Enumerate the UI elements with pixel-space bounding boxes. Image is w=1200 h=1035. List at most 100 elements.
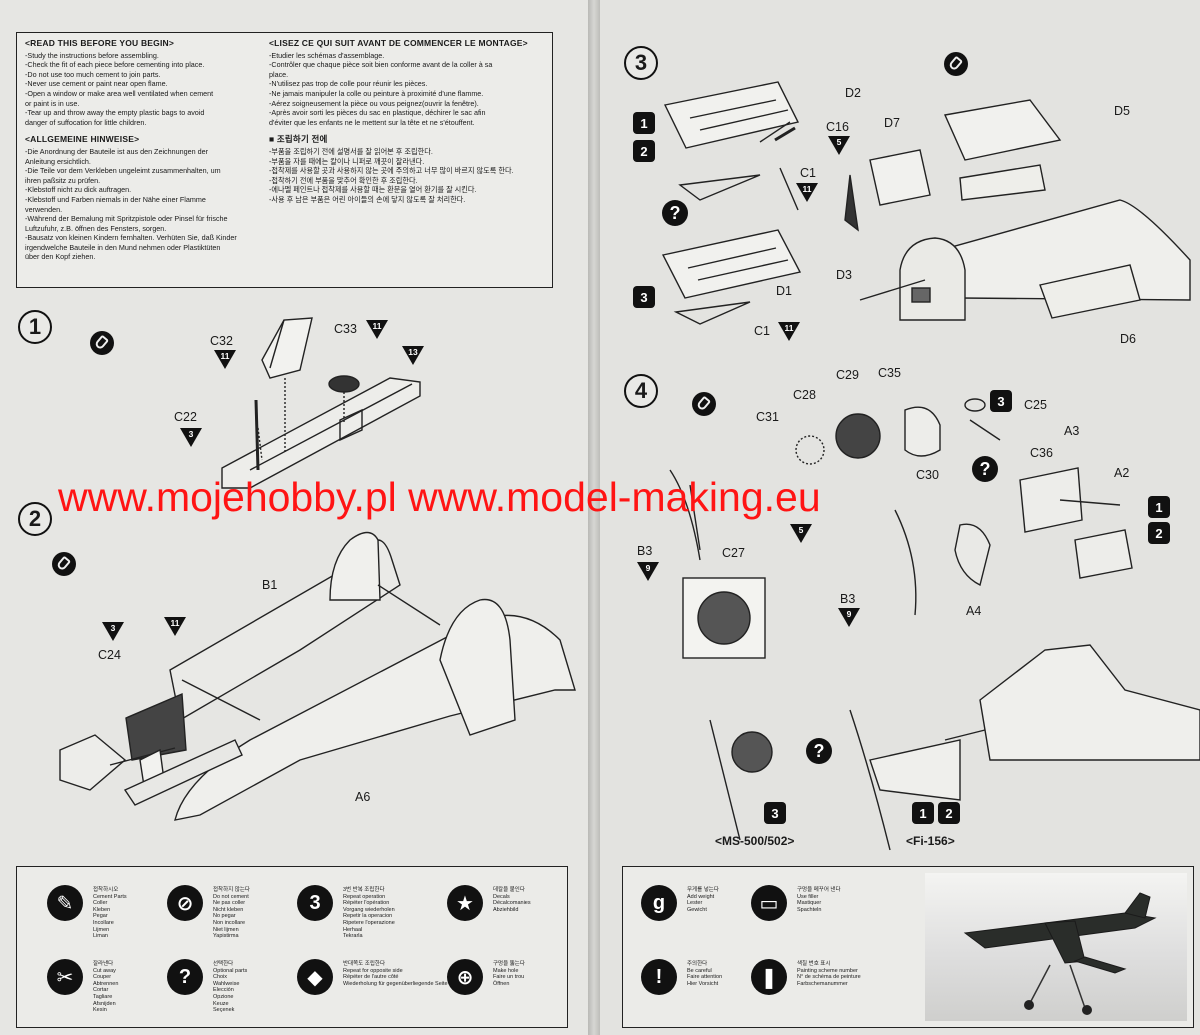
part-label-c22: C22 bbox=[174, 410, 197, 424]
legend-text-line: Painting scheme number bbox=[797, 967, 858, 974]
legend-text-line: Cut away bbox=[93, 967, 116, 974]
engine-mount bbox=[59, 734, 127, 791]
color-marker: 11 bbox=[164, 617, 186, 636]
warning-french-line: -Contrôler que chaque pièce soit bien co… bbox=[269, 60, 493, 70]
part-label-c36: C36 bbox=[1030, 446, 1053, 460]
option-marker-2: 2 bbox=[633, 140, 655, 162]
color-marker: 5 bbox=[790, 524, 812, 543]
legend-text-line: Repeat operation bbox=[343, 893, 386, 900]
warning-french-line: -Aérez soigneusement la pièce ou vous pe… bbox=[269, 98, 479, 108]
warning-german-line: -Klebstoff nicht zu dick auftragen. bbox=[25, 185, 132, 195]
wing-upper-2 bbox=[661, 229, 802, 299]
side-windows bbox=[959, 164, 1046, 201]
warning-german-line: -Die Teile vor dem Verkleben ungeleimt z… bbox=[25, 166, 221, 176]
repeat-icon: 3 bbox=[297, 885, 333, 921]
legend-text-line: Be careful bbox=[687, 967, 712, 974]
legend-text-line: 반대쪽도 조립한다 bbox=[343, 961, 386, 967]
legend-text-line: Répéter de l'autre côté bbox=[343, 974, 399, 981]
legend-text-line: Elección bbox=[213, 987, 234, 994]
warning-english-line: -Open a window or make area well ventila… bbox=[25, 88, 214, 98]
color-marker: 11 bbox=[366, 320, 388, 339]
warning-english-line: -Do not use too much cement to join part… bbox=[25, 69, 161, 79]
engine-cover bbox=[904, 406, 941, 457]
step-4-number: 4 bbox=[624, 374, 658, 408]
optional-icon: ? bbox=[662, 200, 688, 226]
warning-german-line: Luftzufuhr, z.B. öffnen des Fensters, so… bbox=[25, 223, 167, 233]
warning-korean-title: ■ 조립하기 전에 bbox=[269, 134, 328, 145]
variant-option-2: 2 bbox=[938, 802, 960, 824]
warning-english-line: danger of suffocation for little childre… bbox=[25, 117, 147, 127]
stabilizer bbox=[439, 598, 516, 736]
page-gutter bbox=[588, 0, 600, 1035]
weight-icon: g bbox=[641, 885, 677, 921]
color-marker: 9 bbox=[637, 562, 659, 581]
warning-german-line: -Die Anordnung der Bauteile ist aus den … bbox=[25, 146, 209, 156]
warning-french: <LISEZ CE QUI SUIT AVANT DE COMMENCER LE… bbox=[269, 38, 528, 205]
glue-icon bbox=[52, 552, 76, 576]
glue-icon bbox=[692, 392, 716, 416]
legend-text-line: Kesin bbox=[93, 1007, 107, 1014]
warning-german-title: <ALLGEMEINE HINWEISE> bbox=[25, 134, 140, 145]
cowling-part bbox=[954, 523, 991, 587]
warning-german-line: -Während der Bemalung mit Spritzpistole … bbox=[25, 214, 228, 224]
warning-english-line: -Tear up and throw away the empty plasti… bbox=[25, 108, 205, 118]
legend-text-line: Répéter l'opération bbox=[343, 900, 390, 907]
model-photo bbox=[925, 873, 1187, 1021]
optional-icon: ? bbox=[167, 959, 203, 995]
propeller-mid bbox=[894, 509, 917, 616]
color-marker: 5 bbox=[828, 136, 850, 155]
warning-german-line: ihren paßsitz zu prüfen. bbox=[25, 175, 101, 185]
warning-korean-line: -에나멜 페인트나 접착제를 사용할 때는 환문을 열어 환기를 잘 시킨다. bbox=[269, 185, 477, 195]
legend-text-line: Ripetere l'operazione bbox=[343, 919, 395, 926]
part-label-d5: D5 bbox=[1114, 104, 1130, 118]
engine-cylinders bbox=[835, 413, 881, 459]
rear-windows bbox=[1039, 264, 1141, 319]
part-label-a6: A6 bbox=[355, 790, 371, 804]
legend-text-line: Ne pas coller bbox=[213, 900, 246, 907]
warning-english-title: <READ THIS BEFORE YOU BEGIN> bbox=[25, 38, 175, 48]
option-marker-2: 2 bbox=[1148, 522, 1170, 544]
warning-korean-line: -부품을 조립하기 전에 설명서를 잘 읽어본 후 조립한다. bbox=[269, 146, 433, 156]
legend-text-line: Lijmen bbox=[93, 926, 110, 933]
legend-text-line: N° de schéma de peinture bbox=[797, 974, 861, 981]
legend-text-line: 3번 반복 조립한다 bbox=[343, 887, 385, 893]
step-1-number: 1 bbox=[18, 310, 52, 344]
part-label-d7: D7 bbox=[884, 116, 900, 130]
warning-french-title: <LISEZ CE QUI SUIT AVANT DE COMMENCER LE… bbox=[269, 38, 528, 48]
warning-english-line: -Study the instructions before assemblin… bbox=[25, 50, 159, 60]
complete-fuselage bbox=[979, 644, 1200, 761]
cowl-lower bbox=[1074, 529, 1133, 579]
legend-text-line: Incollare bbox=[93, 919, 114, 926]
warning-english-line: -Never use cement or paint near open fla… bbox=[25, 79, 168, 89]
variant-label-fi: <Fi-156> bbox=[906, 834, 955, 848]
warning-english: <READ THIS BEFORE YOU BEGIN> -Study the … bbox=[25, 38, 237, 262]
no-glue-icon: ⊘ bbox=[167, 885, 203, 921]
legend-text-line: Cortar bbox=[93, 987, 109, 994]
option-marker-3: 3 bbox=[990, 390, 1012, 412]
legend-text-line: 접착하지 않는다 bbox=[213, 887, 250, 893]
seat-part bbox=[261, 317, 313, 379]
legend-text-line: Gewicht bbox=[687, 906, 707, 913]
part-label-c28: C28 bbox=[793, 388, 816, 402]
part-label-c35: C35 bbox=[878, 366, 901, 380]
warning-french-line: -Etudier les schémas d'assemblage. bbox=[269, 50, 385, 60]
legend-text-line: Keuze bbox=[213, 1000, 229, 1007]
legend-text-line: Choix bbox=[213, 974, 228, 981]
legend-text-line: Pegar bbox=[93, 913, 108, 920]
glue-icon bbox=[90, 331, 114, 355]
color-marker: 9 bbox=[838, 608, 860, 627]
canopy-frame bbox=[943, 99, 1062, 161]
color-marker: 11 bbox=[796, 183, 818, 202]
watermark-text: www.mojehobby.pl www.model-making.eu bbox=[58, 474, 821, 520]
warning-korean-line: -부품을 자를 때에는 칼이나 니퍼로 깨끗이 잘라낸다. bbox=[269, 156, 425, 166]
ms-engine-assembly bbox=[709, 719, 741, 841]
part-label-c16: C16 bbox=[826, 120, 849, 134]
part-label-b1: B1 bbox=[262, 578, 278, 592]
legend-text-line: Repetir la operacion bbox=[343, 913, 393, 920]
opposite-side-icon: ◆ bbox=[297, 959, 333, 995]
legend-text-line: Herhaal bbox=[343, 926, 363, 933]
legend-text-line: Liman bbox=[93, 933, 108, 940]
